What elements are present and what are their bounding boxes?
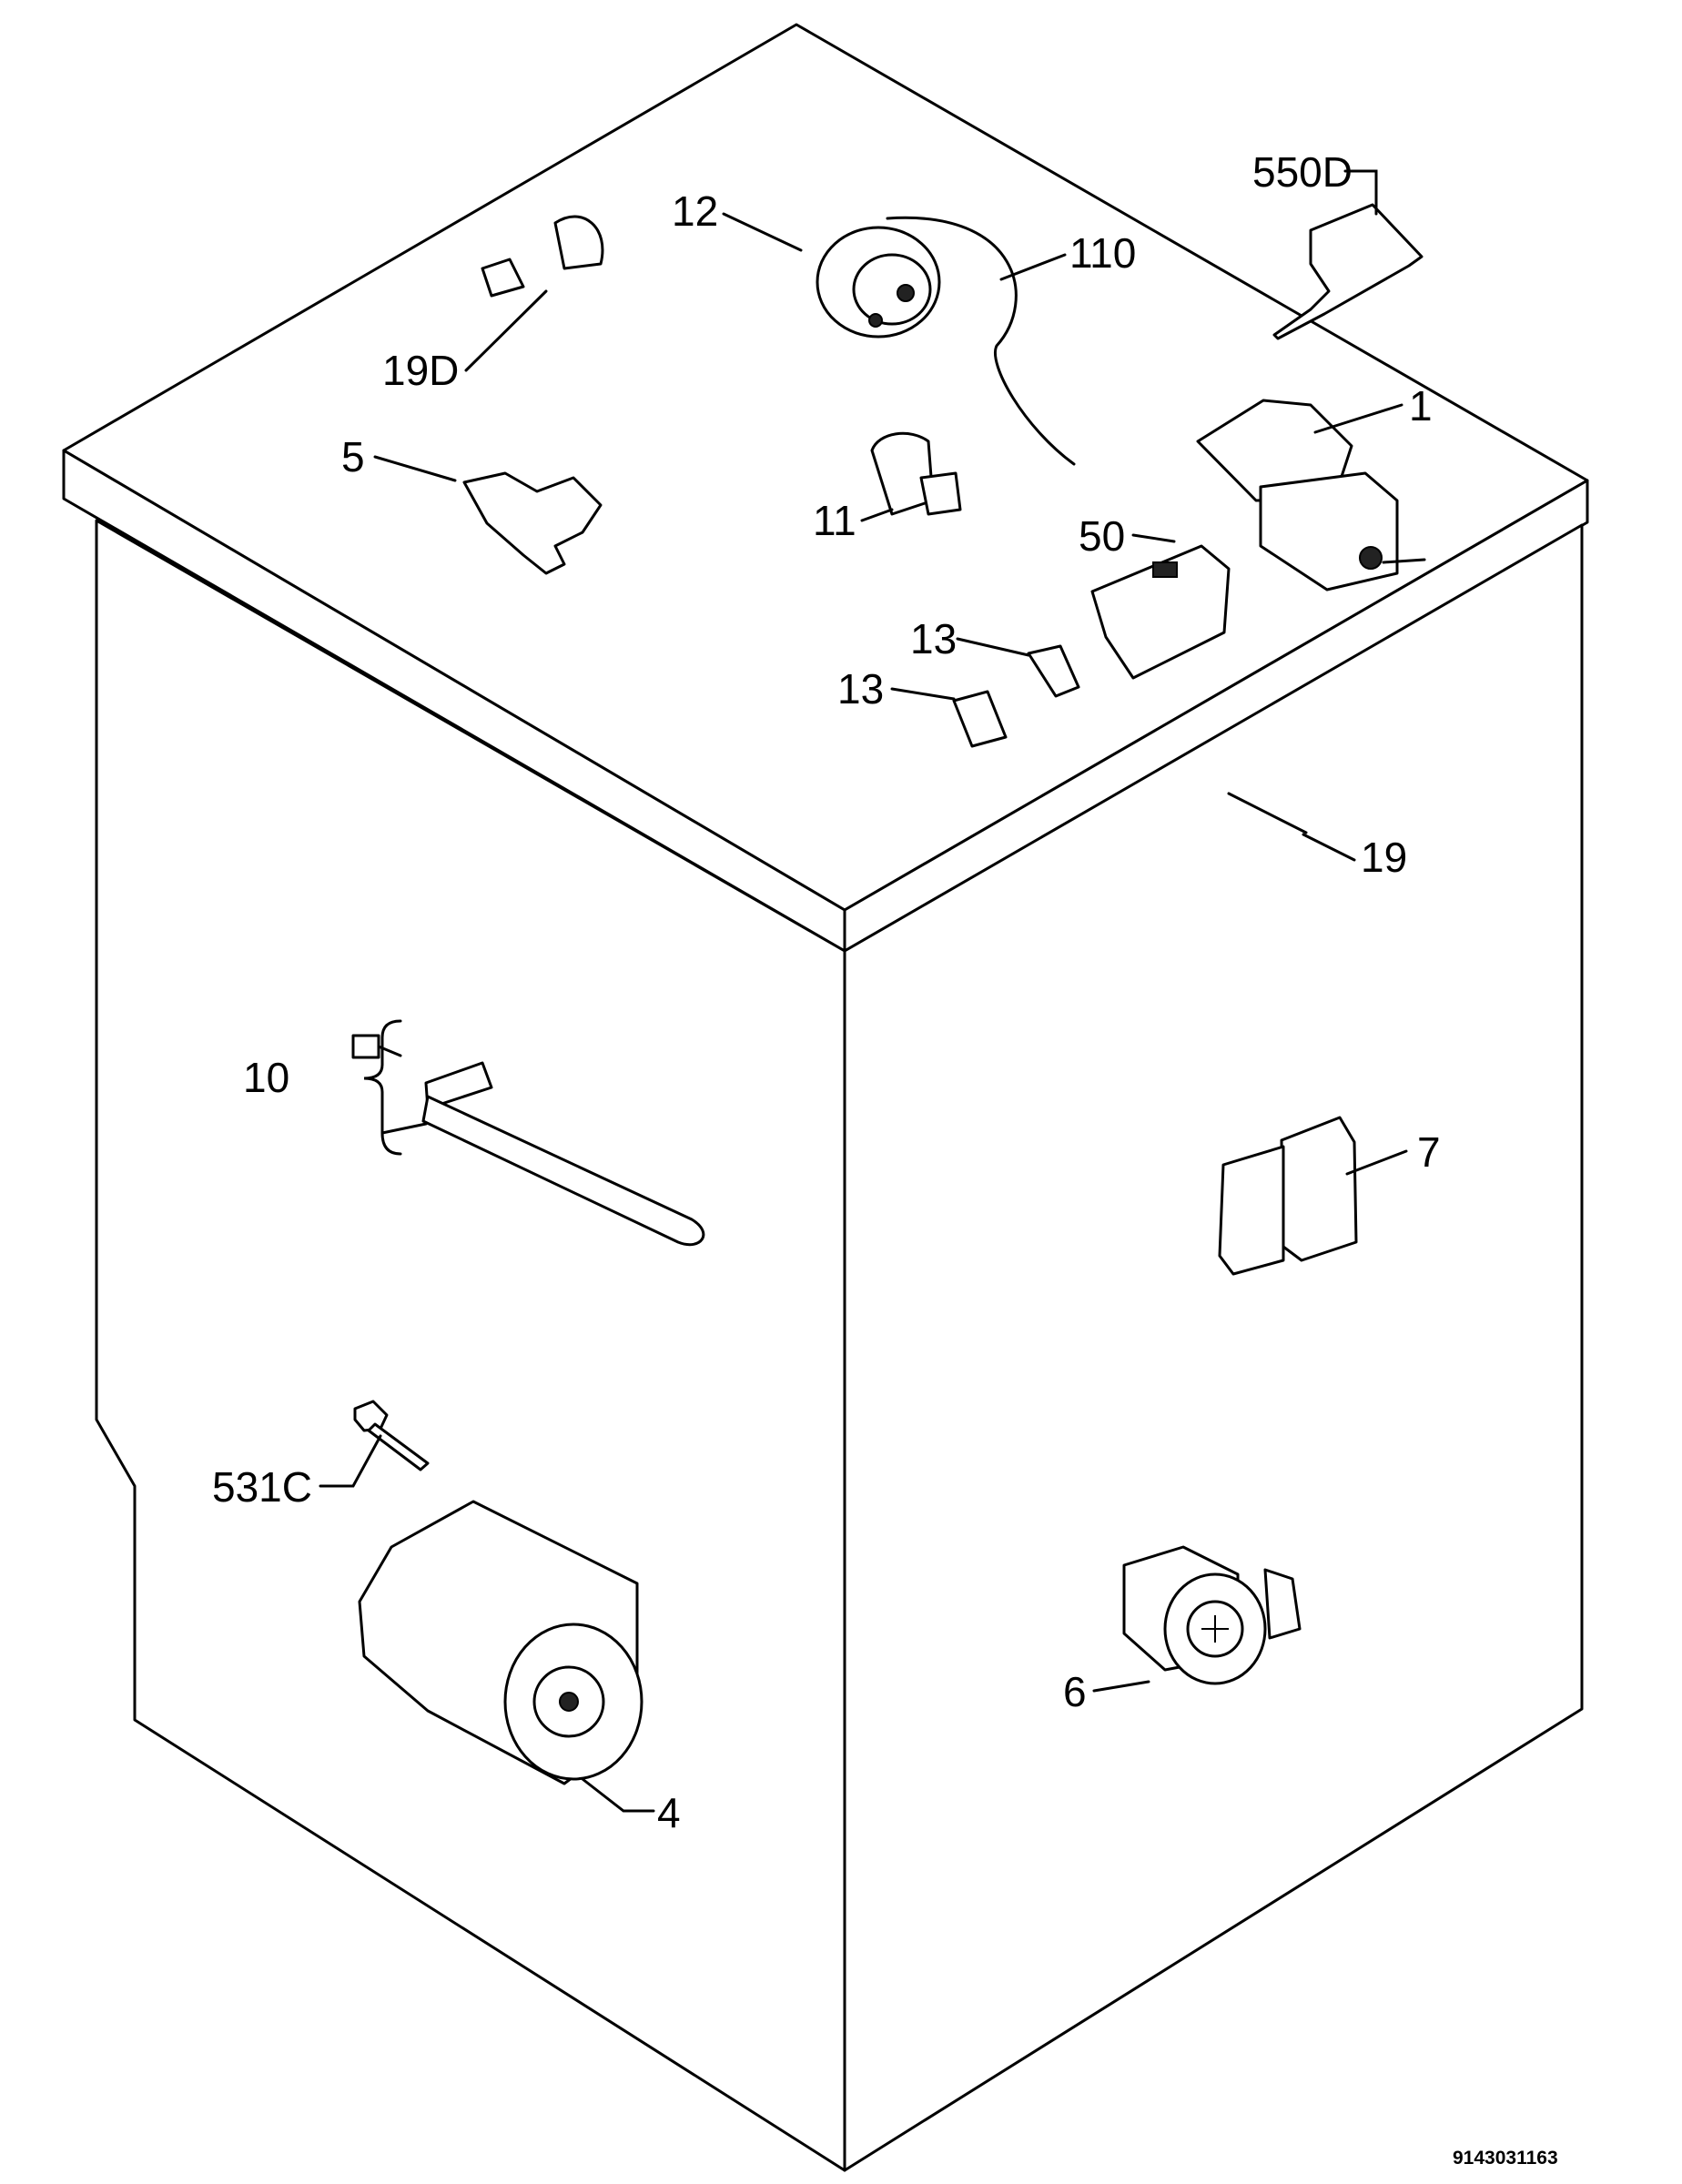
- callout-13-lower: 13: [837, 665, 884, 713]
- cabinet-top-side-edge: [843, 479, 1589, 953]
- part-5-inlet-valve: 5: [341, 433, 603, 575]
- callout-550D: 550D: [1252, 148, 1353, 196]
- callout-531C: 531C: [212, 1463, 312, 1511]
- part-19-sensor: 19: [1227, 792, 1407, 881]
- cabinet: [62, 23, 1589, 2172]
- part-531C-screw: 531C: [212, 1400, 430, 1511]
- part-6-drain-pump: 6: [1063, 1545, 1302, 1715]
- part-50-filter: 50: [1079, 512, 1231, 680]
- part-110-hose: 110: [886, 216, 1136, 466]
- part-1-programmer: 1: [1196, 382, 1433, 592]
- callout-7: 7: [1417, 1128, 1441, 1176]
- callout-110: 110: [1069, 229, 1136, 277]
- callout-19: 19: [1361, 834, 1407, 881]
- callout-12: 12: [672, 187, 718, 235]
- cabinet-side-panel: [843, 523, 1584, 2172]
- part-10-heating-element: 10: [243, 1019, 705, 1247]
- callout-11: 11: [813, 497, 856, 544]
- callout-13-upper: 13: [910, 615, 957, 662]
- part-13-connectors: 13 13: [837, 615, 1080, 748]
- part-4-motor: 4: [358, 1500, 681, 1836]
- callout-19D: 19D: [382, 347, 459, 394]
- callout-1: 1: [1409, 382, 1433, 430]
- part-12-pressure-switch: 12: [672, 187, 941, 339]
- part-11-capacitor: 11: [813, 431, 962, 544]
- callout-4: 4: [657, 1789, 681, 1836]
- callout-50: 50: [1079, 512, 1125, 560]
- callout-5: 5: [341, 433, 365, 480]
- part-550D-bracket: 550D: [1252, 148, 1424, 340]
- document-number: 9143031163: [1453, 2148, 1558, 2169]
- part-7-door-lock: 7: [1218, 1116, 1441, 1276]
- callout-10: 10: [243, 1054, 289, 1101]
- callout-6: 6: [1063, 1668, 1087, 1715]
- part-19D-connector: 19D: [382, 215, 604, 394]
